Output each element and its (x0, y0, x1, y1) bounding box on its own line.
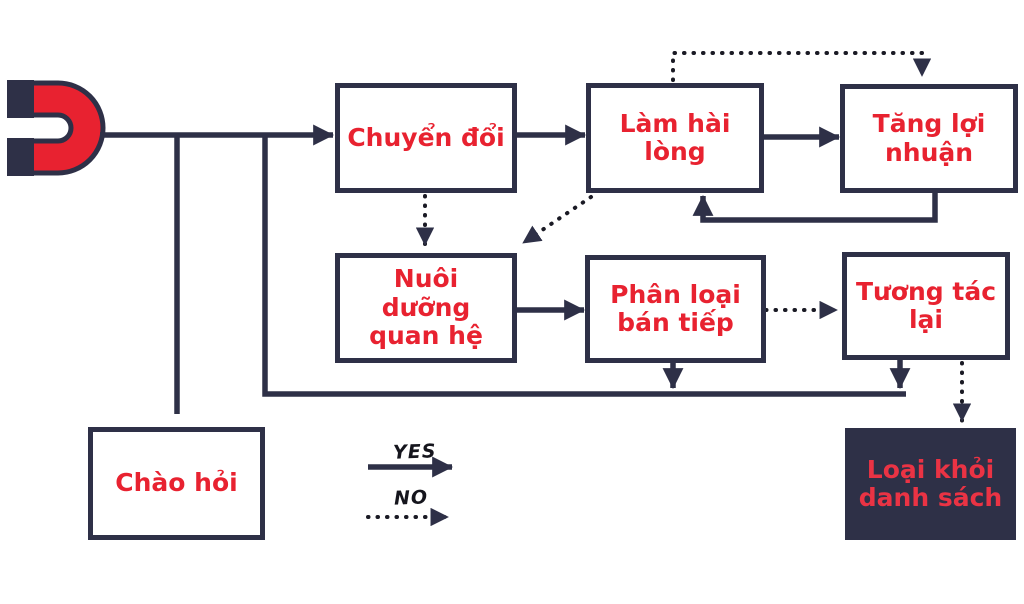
node-chao-hoi: Chào hỏi (88, 427, 265, 540)
node-lam-hai-long: Làm hài lòng (586, 83, 764, 193)
node-chuyen-doi: Chuyển đổi (335, 83, 517, 193)
magnet-icon (7, 80, 106, 176)
legend-no-label: NO (393, 486, 429, 510)
node-loai-khoi-danh-sach: Loại khỏi danh sách (845, 428, 1016, 540)
edge-lam-hai-long-to-tang-loi-nhuan-dotted (671, 51, 932, 82)
node-tuong-tac-lai: Tương tác lại (842, 252, 1010, 360)
edge-tang-loi-nhuan-to-lam-hai-long (692, 193, 938, 223)
node-nuoi-duong-quan-he: Nuôi dưỡng quan hệ (335, 253, 517, 363)
legend-yes-label: YES (392, 440, 437, 464)
edge-return-line (262, 135, 906, 397)
edge-lam-hai-long-to-nuoi-duong (521, 195, 593, 245)
node-phan-loai-ban-tiep: Phân loại bán tiếp (585, 255, 766, 363)
node-tang-loi-nhuan: Tăng lợi nhuận (840, 84, 1018, 193)
